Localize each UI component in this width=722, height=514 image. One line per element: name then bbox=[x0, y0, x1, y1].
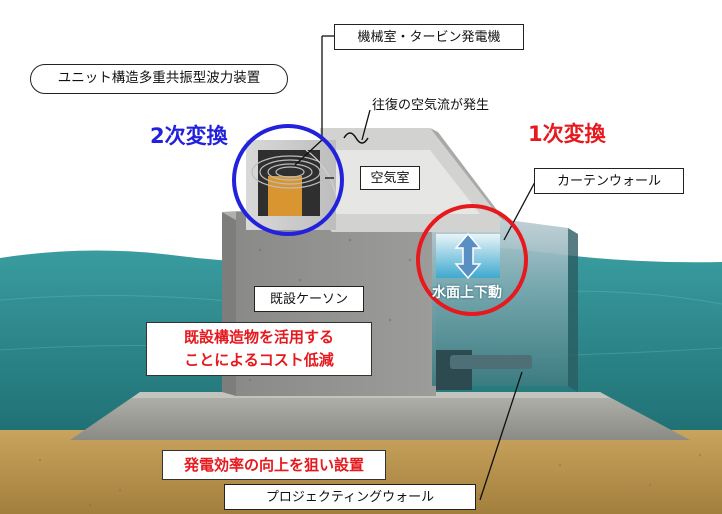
cost-reduction-line-1: 既設構造物を活用する bbox=[183, 328, 334, 346]
air-chamber-label: 空気室 bbox=[360, 166, 420, 190]
machine-room-label: 機械室・タービン発電機 bbox=[334, 24, 524, 50]
up-down-arrow-icon bbox=[454, 232, 482, 280]
airflow-label: 往復の空気流が発生 bbox=[372, 98, 490, 113]
secondary-conversion-circle bbox=[232, 124, 344, 236]
curtain-wall-label: カーテンウォール bbox=[534, 168, 684, 194]
caisson-label: 既設ケーソン bbox=[254, 286, 364, 312]
rubble-mound bbox=[70, 392, 690, 440]
cost-reduction-callout: 既設構造物を活用する ことによるコスト低減 bbox=[146, 322, 372, 376]
projecting-wall-label: プロジェクティングウォール bbox=[224, 484, 476, 510]
efficiency-callout: 発電効率の向上を狙い設置 bbox=[162, 450, 386, 480]
primary-conversion-label: 1次変換 bbox=[528, 122, 606, 146]
cost-reduction-line-2: ことによるコスト低減 bbox=[184, 351, 334, 369]
device-title-label: ユニット構造多重共振型波力装置 bbox=[30, 64, 288, 94]
primary-conversion-circle bbox=[416, 204, 528, 316]
secondary-conversion-label: 2次変換 bbox=[150, 124, 228, 148]
water-level-label: 水面上下動 bbox=[432, 285, 502, 301]
